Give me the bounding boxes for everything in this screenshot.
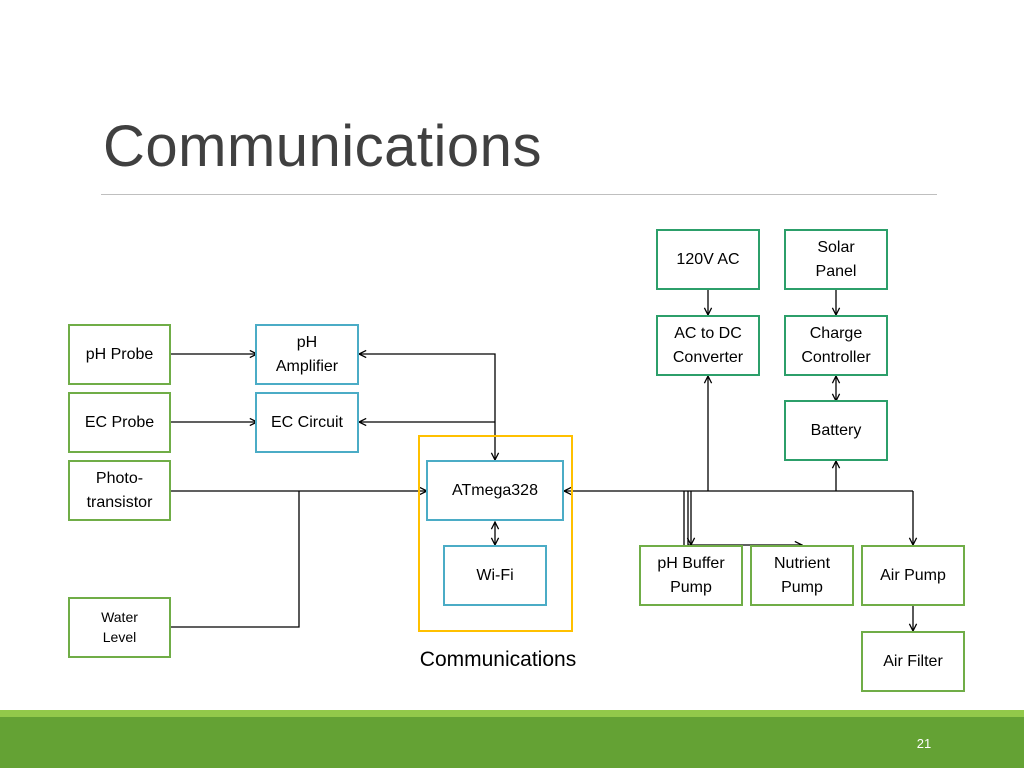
connector-bus-to-nutrient-pump [687,491,802,545]
title-divider [101,194,937,195]
communications-group [418,435,573,632]
node-charge-controller: Charge Controller [784,315,888,376]
connector-water-level [171,491,300,628]
connector-amplifier-to-atmega [359,354,495,460]
node-ph-buffer-pump: pH Buffer Pump [639,545,743,606]
communications-group-label: Communications [419,648,577,671]
node-phototransistor: Photo- transistor [68,460,171,521]
slide-title: Communications [103,114,542,179]
footer-accent-bar [0,710,1024,717]
node-battery: Battery [784,400,888,461]
node-ac-dc-converter: AC to DC Converter [656,315,760,376]
node-nutrient-pump: Nutrient Pump [750,545,854,606]
node-water-level: Water Level [68,597,171,658]
page-number: 21 [916,736,932,751]
node-wifi: Wi-Fi [443,545,547,606]
node-atmega328: ATmega328 [426,460,564,521]
node-air-pump: Air Pump [861,545,965,606]
node-120v-ac: 120V AC [656,229,760,290]
footer-bar [0,717,1024,768]
node-ec-probe: EC Probe [68,392,171,453]
node-ph-probe: pH Probe [68,324,171,385]
node-solar-panel: Solar Panel [784,229,888,290]
node-air-filter: Air Filter [861,631,965,692]
node-ec-circuit: EC Circuit [255,392,359,453]
node-ph-amplifier: pH Amplifier [255,324,359,385]
